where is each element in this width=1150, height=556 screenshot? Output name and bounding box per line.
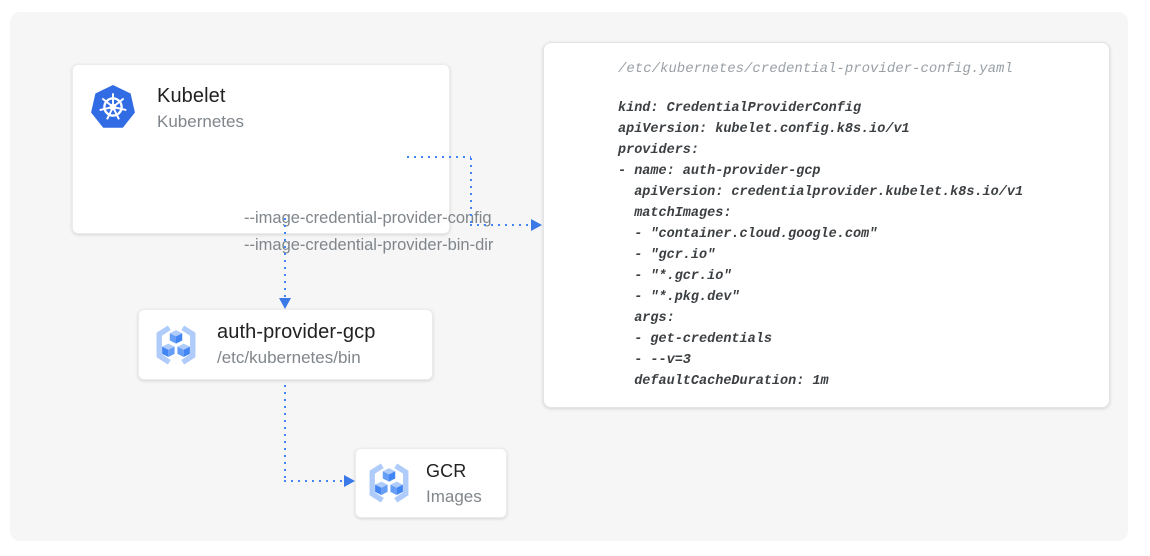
auth-provider-title: auth-provider-gcp xyxy=(217,321,376,343)
dotted-line-segment xyxy=(407,156,471,158)
arrowhead-down-icon xyxy=(279,298,291,309)
kubelet-flag-bin-dir: --image-credential-provider-bin-dir xyxy=(244,236,494,254)
yaml-code: kind: CredentialProviderConfig apiVersio… xyxy=(618,101,1024,389)
kubelet-title: Kubelet xyxy=(157,85,226,107)
dotted-line-segment xyxy=(284,385,286,481)
gcr-title: GCR xyxy=(426,460,467,481)
dotted-line-segment xyxy=(470,158,472,226)
dotted-line-segment xyxy=(470,224,530,226)
dotted-line-segment xyxy=(284,480,344,482)
kubelet-flag-config: --image-credential-provider-config xyxy=(244,209,492,227)
gcr-icon xyxy=(153,322,199,368)
kubernetes-icon xyxy=(89,83,137,130)
auth-provider-subtitle: /etc/kubernetes/bin xyxy=(217,348,361,367)
kubelet-subtitle: Kubernetes xyxy=(157,112,244,131)
kubelet-card: Kubelet Kubernetes --image-credential-pr… xyxy=(72,64,493,254)
yaml-filename: /etc/kubernetes/credential-provider-conf… xyxy=(618,61,1013,77)
dotted-line-segment xyxy=(284,218,286,298)
credential-provider-config-card: /etc/kubernetes/credential-provider-conf… xyxy=(543,42,1110,408)
gcr-subtitle: Images xyxy=(426,486,482,506)
arrowhead-right-icon xyxy=(344,475,355,487)
auth-provider-gcp-card: auth-provider-gcp /etc/kubernetes/bin xyxy=(138,309,433,380)
diagram-panel: Kubelet Kubernetes --image-credential-pr… xyxy=(10,12,1128,541)
arrowhead-right-icon xyxy=(531,219,542,231)
gcr-icon xyxy=(366,460,412,506)
kubelet-flags: --image-credential-provider-config --ima… xyxy=(244,205,493,259)
gcr-card: GCR Images xyxy=(355,448,507,518)
